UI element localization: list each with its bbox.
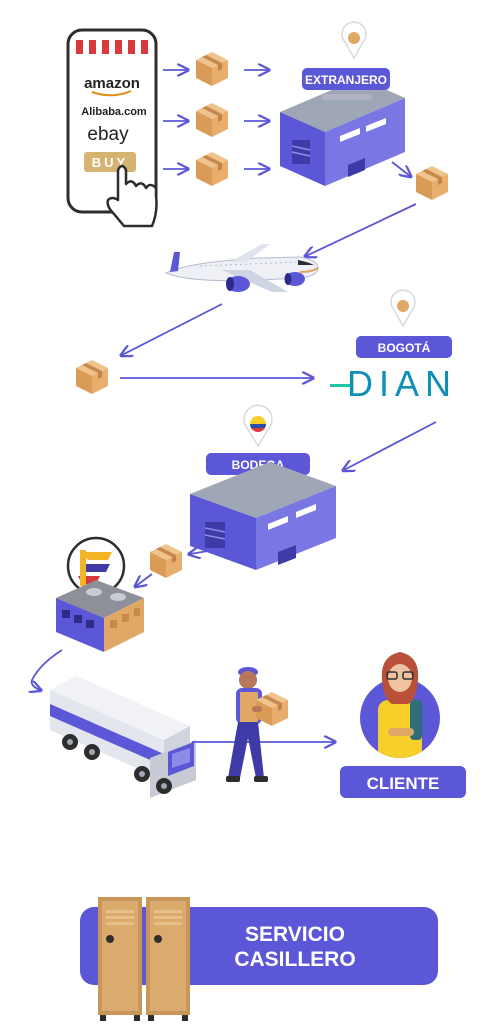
- arrow: [136, 573, 153, 586]
- courier-building-icon: [56, 580, 144, 652]
- location-label-cliente-text: CLIENTE: [367, 774, 440, 793]
- location-label-bogota: [356, 336, 452, 358]
- arrow: [391, 161, 410, 176]
- arrow: [122, 303, 223, 355]
- arrow: [344, 421, 437, 470]
- banner-title: SERVICIO CASILLERO: [190, 922, 400, 972]
- colombia-flag-pin-icon: [243, 404, 273, 448]
- arrow: [32, 649, 63, 690]
- blurred-address: [322, 94, 372, 100]
- ebay-logo: ebay: [87, 124, 129, 145]
- location-pin-icon: [390, 289, 416, 328]
- phone-store-icon: amazon Alibaba.com ebay BUY: [66, 28, 158, 228]
- hand-pointer-icon: [106, 164, 158, 228]
- delivery-truck-icon: [50, 676, 196, 798]
- client-avatar-icon: [360, 652, 440, 758]
- location-label-extranjero: [302, 68, 390, 90]
- banner-title-line2: CASILLERO: [234, 948, 356, 971]
- location-label-extranjero-text: EXTRANJERO: [305, 73, 387, 87]
- location-pin-icon: [341, 4, 368, 60]
- warehouse-bodega-icon: [190, 462, 336, 570]
- courier-e-logo-icon: [66, 536, 126, 596]
- location-label-cliente: [340, 766, 466, 798]
- warehouse-extranjero-icon: [280, 78, 405, 186]
- arrow: [190, 550, 215, 554]
- alibaba-logo: Alibaba.com: [81, 106, 147, 118]
- buy-button-label: BUY: [92, 155, 128, 170]
- location-label-bogota-text: BOGOTÁ: [378, 340, 431, 355]
- locker-icon: [98, 897, 142, 1021]
- delivery-person-icon: [226, 667, 288, 782]
- dian-logo: DIAN: [347, 363, 457, 404]
- banner-title-line1: SERVICIO: [245, 923, 345, 946]
- airplane-icon: [164, 244, 319, 292]
- locker-icon: [146, 897, 190, 1021]
- arrow: [306, 203, 417, 256]
- amazon-logo: amazon: [84, 75, 140, 92]
